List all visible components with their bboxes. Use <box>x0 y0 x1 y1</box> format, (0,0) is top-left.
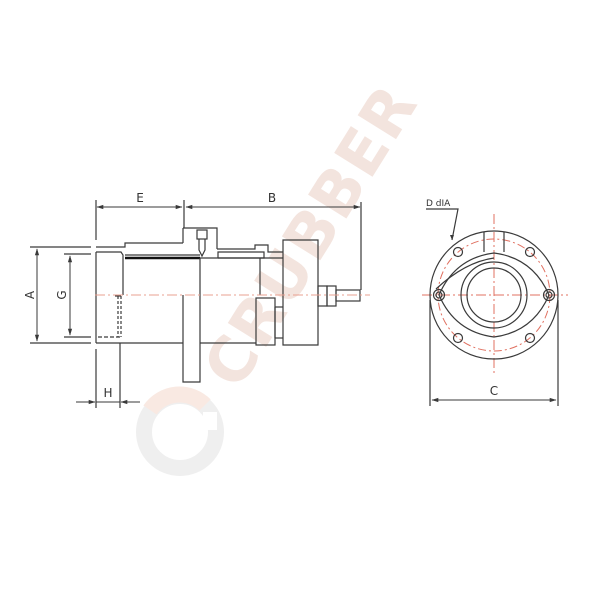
leader-d-dia <box>426 208 459 241</box>
inner-ring-inner <box>466 267 522 323</box>
label-e: E <box>136 191 144 205</box>
body-top-profile <box>217 244 283 253</box>
bolt-hole <box>524 246 536 258</box>
inner-ring-outer <box>460 261 528 329</box>
watermark-logo <box>136 386 224 476</box>
shell-top <box>96 242 183 248</box>
label-d-dia: D dIA <box>426 199 451 209</box>
watermark-text: CRUBBER <box>189 71 432 400</box>
label-h: H <box>103 386 112 400</box>
label-g: G <box>55 290 69 299</box>
bolt-circle <box>437 238 551 352</box>
label-a: A <box>23 290 37 299</box>
stud-right-inner <box>545 291 553 299</box>
label-c: C <box>490 384 498 398</box>
fitting-body <box>198 239 206 258</box>
flange-top <box>183 227 218 249</box>
flange-bottom <box>182 295 201 383</box>
inner-step <box>96 251 124 295</box>
watermark: CRUBBER <box>136 71 432 476</box>
bolt-hole <box>452 246 464 258</box>
side-view <box>30 200 362 408</box>
stud-right <box>542 288 556 302</box>
bolt-hole <box>524 332 536 344</box>
label-b: B <box>268 191 276 205</box>
outer-flange <box>429 230 559 360</box>
end-view <box>422 208 568 406</box>
fitting-head <box>196 229 208 240</box>
oval-flange <box>438 252 550 338</box>
stud-left-inner <box>435 291 443 299</box>
stud-left <box>432 288 446 302</box>
bolt-hole <box>452 332 464 344</box>
leader-arrow <box>450 235 454 240</box>
nut-right <box>326 285 337 307</box>
dimension-labels: E B A G H C D dIA <box>23 191 498 400</box>
